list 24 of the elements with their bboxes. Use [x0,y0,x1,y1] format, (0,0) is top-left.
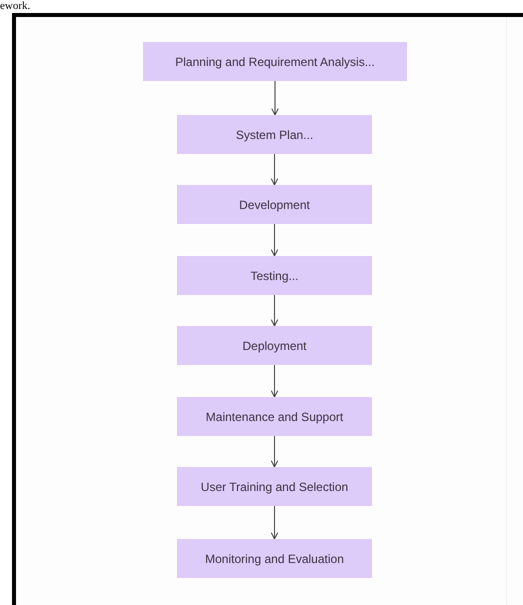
process-box [177,539,372,578]
arrow [270,436,278,468]
process-box [177,467,372,506]
box-label: Planning and Requirement Analysis... [175,54,375,68]
text-fragment: ework. [0,0,30,12]
process-box [177,185,372,224]
arrow [270,506,278,540]
box-label: Monitoring and Evaluation [205,552,344,566]
box-label: Testing... [250,268,299,282]
box-label: Maintenance and Support [206,410,344,424]
process-box [177,397,372,436]
arrow [271,80,279,116]
box-label: Deployment [242,338,307,352]
arrow [270,294,278,326]
process-box [143,42,407,81]
process-box [177,115,372,154]
box-label: System Plan... [236,128,314,142]
box-label: Development [239,198,310,212]
arrow [270,154,278,186]
process-box [177,256,372,295]
arrow [270,364,278,398]
process-box [177,326,372,365]
box-label: User Training and Selection [200,480,348,494]
arrow [270,224,278,256]
